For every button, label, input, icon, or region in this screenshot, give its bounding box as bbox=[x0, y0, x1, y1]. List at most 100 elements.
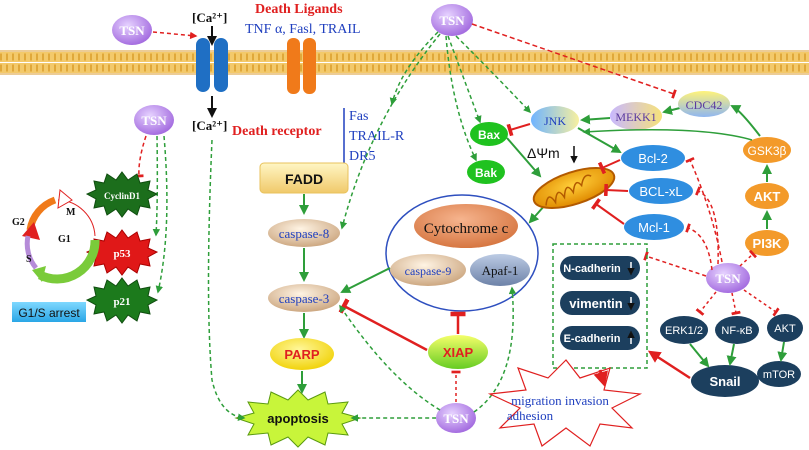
jnk-node: JNK bbox=[531, 106, 579, 134]
bax-label: Bax bbox=[478, 128, 500, 142]
gsk3b-node: GSK3β bbox=[743, 137, 791, 163]
receptor-icon bbox=[287, 38, 316, 94]
migration-label: migration invasion bbox=[511, 393, 609, 408]
bak-node: Bak bbox=[467, 160, 505, 184]
tsn-label: TSN bbox=[119, 23, 145, 38]
erk-to-snail bbox=[689, 343, 710, 368]
tsn-node-left: TSN bbox=[134, 105, 174, 135]
phase-g1-label: G1 bbox=[58, 234, 71, 245]
caspase9-to-caspase3 bbox=[340, 267, 391, 293]
tsn-node-top-center: TSN bbox=[431, 4, 473, 36]
tsn-label: TSN bbox=[439, 13, 465, 28]
tsn-label: TSN bbox=[443, 411, 469, 426]
tsn-to-caspase3-dash bbox=[339, 304, 441, 411]
cdc42-label: CDC42 bbox=[686, 98, 723, 112]
ion-channel-icon bbox=[196, 38, 228, 92]
akt-top-node: AKT bbox=[745, 183, 789, 209]
cdc42-to-mekk1 bbox=[662, 105, 681, 115]
bax-node: Bax bbox=[470, 122, 508, 146]
snail-label: Snail bbox=[709, 374, 740, 389]
bcl2-inhibit-mito bbox=[597, 159, 621, 175]
tsn-inhibit-bclxl bbox=[695, 186, 719, 265]
p53-node: p53 bbox=[85, 229, 159, 276]
caspase3-label: caspase-3 bbox=[279, 291, 330, 306]
e-cadherin-label: E-cadherin bbox=[564, 333, 621, 345]
apoptosis-label: apoptosis bbox=[267, 411, 328, 426]
xiap-label: XIAP bbox=[443, 345, 474, 360]
caspase3-node: caspase-3 bbox=[268, 284, 340, 312]
bax-to-mito bbox=[506, 137, 542, 178]
mcl1-inhibit-mito bbox=[591, 198, 625, 225]
tsn-node-top-left: TSN bbox=[112, 15, 152, 45]
n-cadherin-label: N-cadherin bbox=[563, 263, 621, 275]
tsn-to-apaf1-dash bbox=[473, 286, 517, 413]
g1s-arrest-label: G1/S arrest bbox=[18, 306, 80, 320]
parp-node: PARP bbox=[270, 338, 334, 370]
g1s-arrest-box: G1/S arrest bbox=[12, 302, 86, 322]
receptor-trail-r: TRAIL-R bbox=[349, 129, 405, 144]
xiap-inhibit-caspase3 bbox=[338, 298, 428, 352]
tsn-label: TSN bbox=[715, 271, 741, 286]
nfkb-label: NF-κB bbox=[721, 325, 752, 337]
tsn-inhibit-cdc42 bbox=[471, 23, 677, 99]
nfkb-to-snail bbox=[726, 343, 737, 366]
akt-to-mtor bbox=[777, 341, 788, 362]
tsn-to-jnk bbox=[455, 35, 532, 114]
tsn-to-caspase8-dash bbox=[339, 33, 441, 230]
erk-node: ERK1/2 bbox=[660, 316, 708, 344]
akt-bottom-label: AKT bbox=[774, 323, 796, 335]
mcl1-label: Mcl-1 bbox=[638, 220, 670, 235]
jnk-label: JNK bbox=[544, 114, 566, 128]
p21-label: p21 bbox=[113, 296, 130, 308]
tsn-inhibit-pi3k bbox=[739, 249, 758, 267]
receptor-fas: Fas bbox=[349, 109, 368, 124]
vimentin-label: vimentin bbox=[569, 296, 623, 311]
explosion-icon: migration invasion adhesion bbox=[487, 359, 643, 447]
receptor-dr5: DR5 bbox=[349, 149, 375, 164]
death-receptor-label: Death receptor bbox=[232, 124, 322, 139]
tsn-inhibit-mcl1 bbox=[685, 223, 713, 271]
tsn-node-bottom: TSN bbox=[436, 403, 476, 433]
p53-label: p53 bbox=[113, 248, 131, 260]
phase-g2-label: G2 bbox=[12, 217, 25, 228]
phase-m-label: M bbox=[66, 207, 76, 218]
cytochrome-label: Cytochrome c bbox=[424, 221, 509, 237]
bak-label: Bak bbox=[475, 166, 497, 180]
apoptosis-node: apoptosis bbox=[234, 389, 362, 448]
tsn-inhibit-cyclin bbox=[134, 135, 147, 178]
fadd-node: FADD bbox=[259, 162, 349, 194]
caspase8-node: caspase-8 bbox=[268, 219, 340, 247]
ca-bottom-label: [Ca²⁺] bbox=[192, 118, 227, 133]
mtor-node: mTOR bbox=[757, 361, 801, 387]
nfkb-node: NF-κB bbox=[715, 316, 759, 344]
cell-membrane bbox=[0, 50, 809, 75]
bcl2-label: Bcl-2 bbox=[638, 151, 668, 166]
apoptosome-complex: Cytochrome c caspase-9 Apaf-1 bbox=[385, 194, 539, 312]
cell-cycle-icon: M G2 G1 S bbox=[12, 189, 100, 284]
adhesion-label: adhesion bbox=[507, 408, 554, 423]
ca-top-label: [Ca²⁺] bbox=[192, 10, 227, 25]
tsn-label: TSN bbox=[141, 113, 167, 128]
bcl2-node: Bcl-2 bbox=[621, 145, 685, 171]
tsn-inhibit-erk bbox=[695, 291, 717, 316]
tsn-to-bax bbox=[447, 35, 482, 124]
apaf1-label: Apaf-1 bbox=[482, 263, 519, 278]
delta-psi-label: ΔΨm bbox=[527, 145, 560, 161]
parp-label: PARP bbox=[284, 347, 319, 362]
erk-label: ERK1/2 bbox=[665, 325, 703, 337]
gsk3b-label: GSK3β bbox=[748, 144, 787, 158]
p21-node: p21 bbox=[85, 277, 159, 324]
caspase8-label: caspase-8 bbox=[279, 226, 330, 241]
death-ligands-title: Death Ligands bbox=[255, 2, 343, 17]
emt-marker-box: N-cadherin vimentin E-cadherin bbox=[552, 243, 648, 369]
phase-s-label: S bbox=[26, 254, 32, 265]
tsn-inhibit-nfkb bbox=[731, 292, 741, 316]
snail-to-emt bbox=[647, 350, 691, 380]
fadd-label: FADD bbox=[285, 171, 323, 187]
bclxl-inhibit-mito bbox=[603, 183, 629, 197]
tsn-to-p21 bbox=[155, 135, 168, 294]
xiap-node: XIAP bbox=[428, 335, 488, 369]
mcl1-node: Mcl-1 bbox=[624, 214, 684, 240]
tsn-node-right: TSN bbox=[706, 263, 750, 293]
